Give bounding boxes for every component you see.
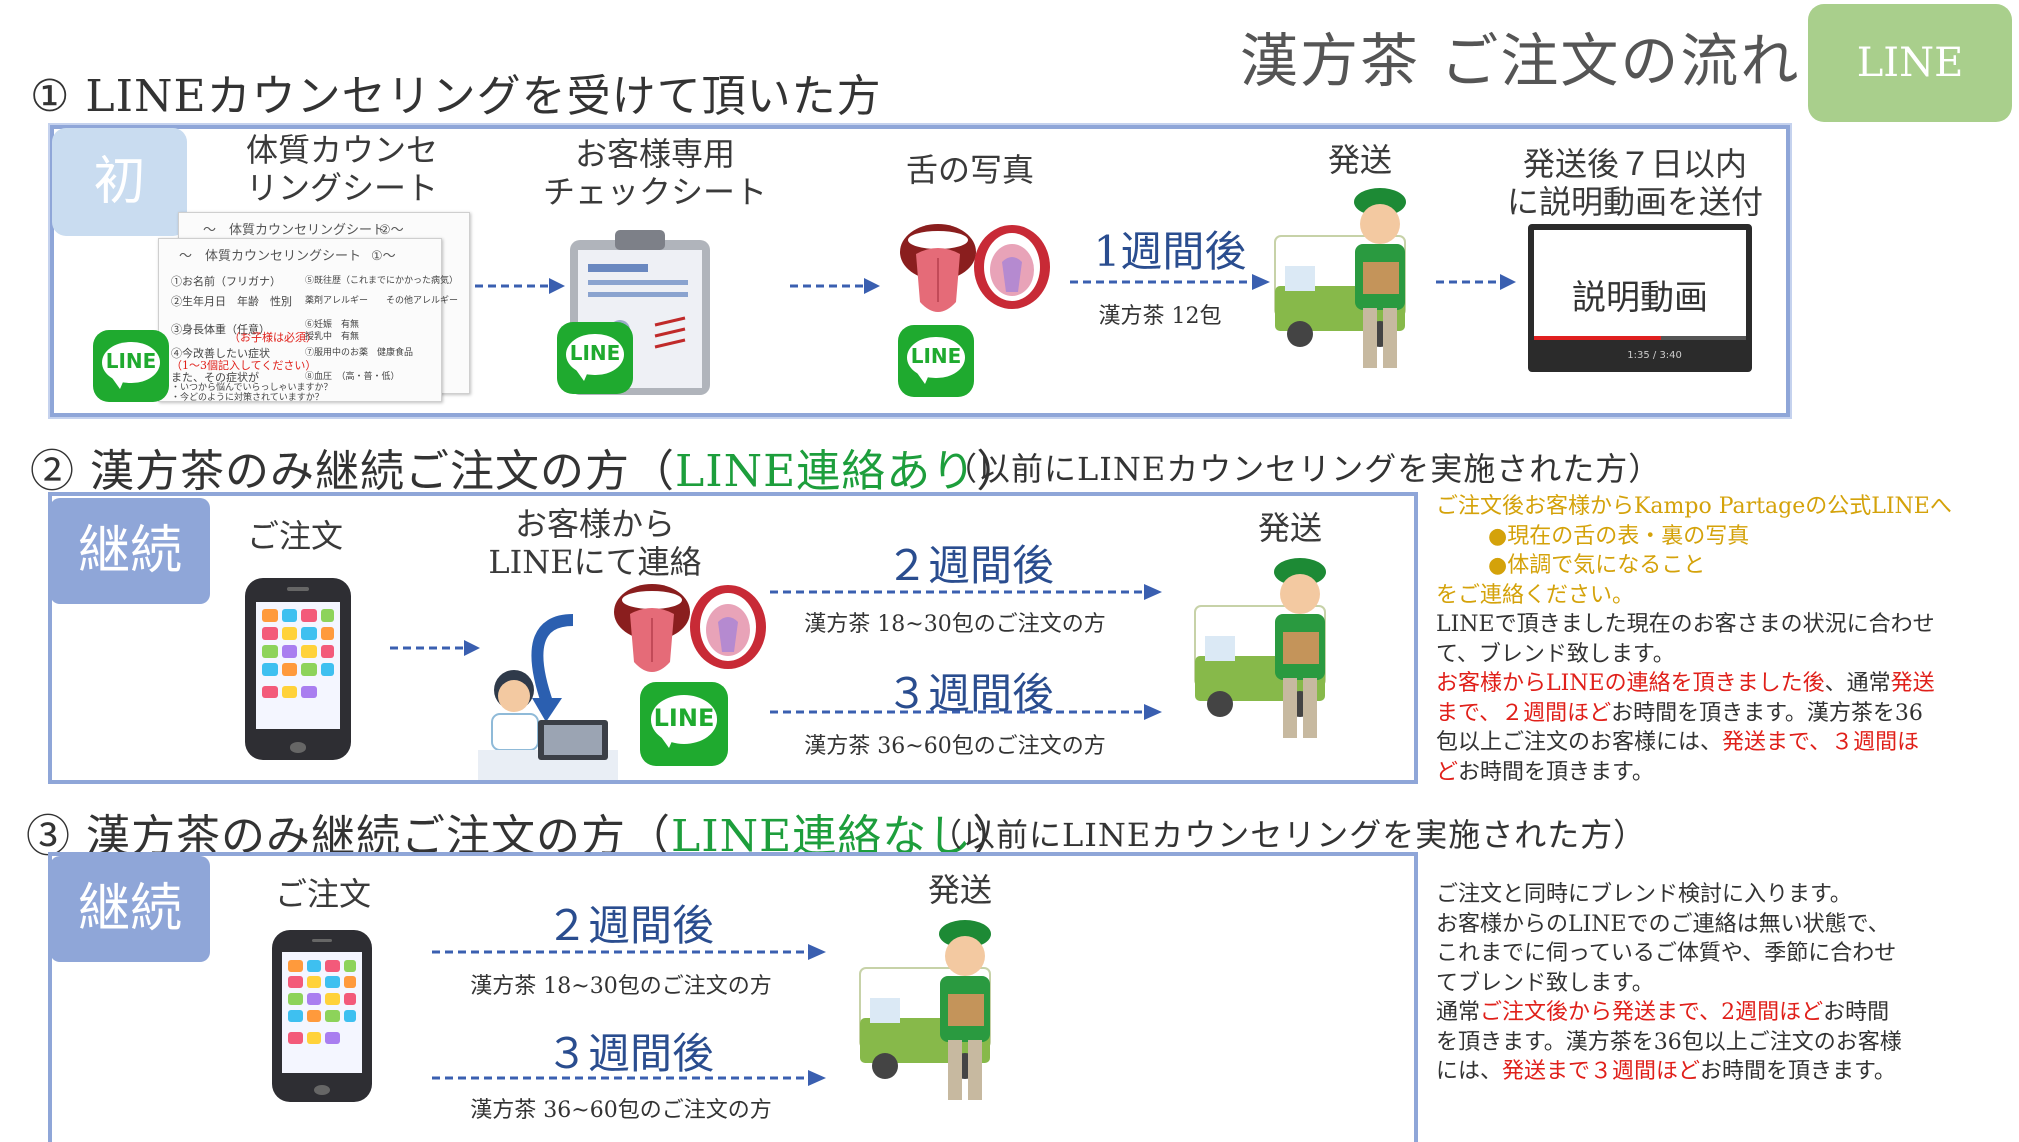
contact-label-1: お客様から: [514, 505, 675, 543]
sheet-row: ⑦服用中のお薬 健康食品: [305, 348, 414, 358]
video-player[interactable]: 説明動画 1:35 / 3:40: [1528, 224, 1752, 372]
week2-sub-s3: 漢方茶 18~30包のご注文の方: [470, 974, 772, 999]
line-logo-icon: LINE: [557, 322, 633, 394]
line-badge: LINE: [1808, 4, 2012, 122]
tongue-front-icon: [900, 224, 976, 312]
arrow-4: [390, 640, 480, 656]
arrow-week2-s2: [770, 584, 1162, 600]
tongue-back-icon: [974, 225, 1050, 309]
sheet-row: ⑤既往歴（これまでにかかった病気）: [305, 276, 459, 286]
week3-label-s2: ３週間後: [885, 669, 1054, 718]
delivery-person-icon: [859, 920, 991, 1100]
tongue-back-icon: [690, 585, 766, 669]
sheet-red-note: （お子様は必須）: [229, 331, 317, 344]
smartphone-icon: [245, 578, 351, 760]
arrow-3: [1436, 274, 1516, 290]
sheet-row: 授乳中 有無: [305, 332, 360, 342]
section3-frame: [48, 852, 1418, 1142]
sheet-row: ①お名前（フリガナ）: [171, 275, 281, 288]
delivery-person-icon: [1194, 558, 1326, 738]
sheet-front-title: ～ 体質カウンセリングシート: [178, 249, 361, 264]
week2-sub-s2: 漢方茶 18~30包のご注文の方: [804, 612, 1106, 637]
ship-label-3: 発送: [927, 871, 992, 909]
arrow-week1: [1070, 274, 1270, 290]
counseling-sheet-front: ～ 体質カウンセリングシート ①～ ①お名前（フリガナ） ②生年月日 年齢 性別…: [158, 238, 458, 403]
week3-label-s3: ３週間後: [545, 1029, 714, 1078]
sheet-front-num: ①～: [371, 249, 396, 264]
check-label-2: チェックシート: [542, 173, 767, 211]
section2-note: ご注文後お客様からKampo Partageの公式LINEへ ●現在の舌の表・裏…: [1436, 494, 1952, 785]
video-label-2: に説明動画を送付: [1506, 183, 1763, 221]
sheet-row: ③身長体重（任意）: [171, 323, 270, 336]
sheet-label-2: リングシート: [245, 169, 438, 207]
contact-label-2: LINEにて連絡: [488, 543, 702, 581]
sheet-row: ④今改善したい症状: [171, 347, 270, 360]
line-badge-text: LINE: [1856, 40, 1964, 86]
section1-title: ① LINEカウンセリングを受けて頂いた方: [30, 71, 882, 122]
section3-subtitle: （以前にLINEカウンセリングを実施された方）: [930, 816, 1647, 854]
ship-label-1: 発送: [1327, 141, 1392, 179]
sheet-back-title: ～ 体質カウンセリングシート: [202, 223, 385, 238]
section3-note: ご注文と同時にブレンド検討に入ります。 お客様からのLINEでのご連絡は無い状態…: [1436, 882, 1902, 1084]
delivery-person-icon: [1274, 188, 1406, 368]
section2-title: ② 漢方茶のみ継続ご注文の方（LINE連絡あり）: [30, 446, 1022, 497]
order-label-3: ご注文: [274, 875, 371, 913]
ship-label-2: 発送: [1257, 509, 1322, 547]
week2-label-s2: ２週間後: [885, 541, 1054, 590]
check-label-1: お客様専用: [574, 135, 735, 173]
sheet-row: （1～3個記入してください）: [171, 359, 317, 372]
video-title: 説明動画: [1572, 278, 1708, 318]
arrow-week3-s3: [432, 1070, 826, 1086]
line-logo-icon: LINE: [640, 682, 728, 766]
arrow-week3-s2: [770, 704, 1162, 720]
section1-badge: 初: [52, 128, 187, 236]
week3-sub-s3: 漢方茶 36~60包のご注文の方: [470, 1098, 772, 1123]
video-time: 1:35 / 3:40: [1627, 350, 1682, 361]
sheet-label-1: 体質カウンセ: [245, 131, 438, 169]
week1-sub: 漢方茶 12包: [1098, 304, 1222, 329]
sheet-row: ・いつから悩んでいらっしゃいますか？: [171, 383, 333, 393]
smartphone-icon: [272, 930, 372, 1102]
video-progress-fill: [1534, 336, 1662, 340]
arrow-2: [790, 278, 880, 294]
page-title: 漢方茶 ご注文の流れ: [1240, 27, 1801, 95]
tongue-front-icon: [614, 584, 690, 672]
week1-label: 1週間後: [1093, 227, 1247, 276]
order-label-2: ご注文: [246, 517, 343, 555]
video-label-1: 発送後７日以内: [1522, 145, 1747, 183]
week3-sub-s2: 漢方茶 36~60包のご注文の方: [804, 734, 1106, 759]
sheet-row: 薬剤アレルギー その他アレルギー: [305, 296, 459, 306]
sheet-row: ⑧血圧 （高・普・低）: [305, 372, 400, 382]
section2-badge: 継続: [50, 498, 210, 604]
arrow-week2-s3: [432, 944, 826, 960]
counselor-icon: [478, 614, 618, 780]
sheet-row: ・今どのように対策されていますか？: [171, 393, 324, 403]
section2-subtitle: （以前にLINEカウンセリングを実施された方）: [945, 450, 1662, 488]
section2-frame: [48, 492, 1418, 784]
week2-label-s3: ２週間後: [545, 901, 714, 950]
section3-badge: 継続: [50, 856, 210, 962]
video-controls: [1534, 340, 1746, 366]
sheet-back-num: ②～: [379, 223, 404, 238]
tongue-label: 舌の写真: [905, 151, 1034, 189]
sheet-row: また、その症状が: [171, 371, 259, 384]
section1-frame: [50, 125, 1790, 417]
line-logo-icon: LINE: [93, 330, 169, 402]
line-logo-icon: LINE: [898, 325, 974, 397]
sheet-row: ②生年月日 年齢 性別: [171, 295, 292, 308]
arrow-1: [475, 278, 565, 294]
sheet-row: ⑥妊娠 有無: [305, 320, 360, 330]
